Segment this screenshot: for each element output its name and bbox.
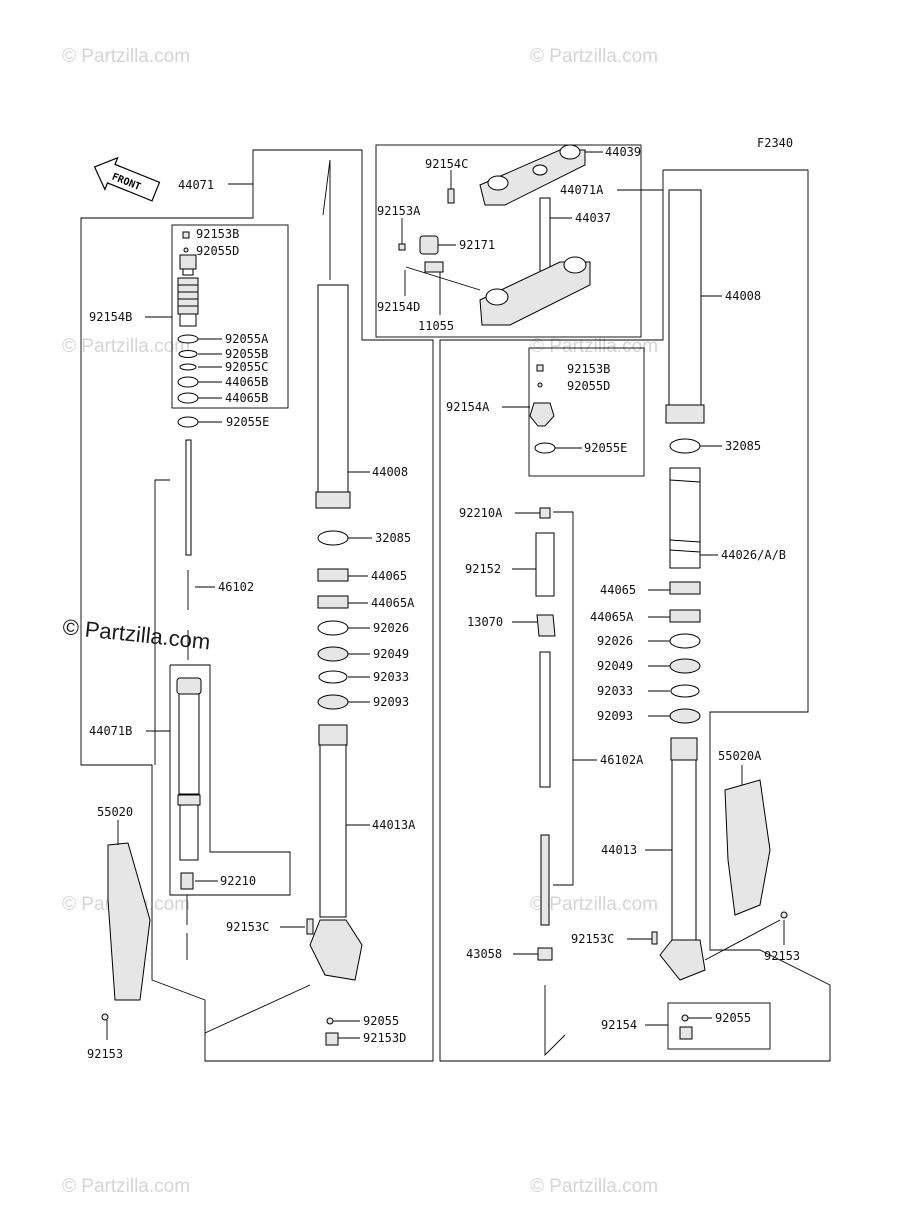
part-label-92055A: 92055A	[225, 332, 269, 346]
part-label-92154C: 92154C	[425, 157, 468, 171]
part-label-92055B: 92055B	[225, 347, 268, 361]
part-label-92055E: 92055E	[226, 415, 269, 429]
part-label-92055D-right: 92055D	[567, 379, 610, 393]
watermark-text: © Partzilla.com	[530, 1176, 658, 1197]
part-label-92026: 92026	[373, 621, 409, 635]
part-label-92154A: 92154A	[446, 400, 490, 414]
part-label-92153: 92153	[87, 1047, 123, 1061]
part-labels: 44071 92153B 92055D 92154B 92055A 92055B…	[87, 145, 800, 1061]
part-label-44008: 44008	[372, 465, 408, 479]
part-label-43058: 43058	[466, 947, 502, 961]
watermark-text: © Partzilla.com	[62, 46, 190, 67]
part-label-92154: 92154	[601, 1018, 637, 1032]
watermark-text: © Partzilla.com	[62, 336, 190, 357]
part-label-92055D: 92055D	[196, 244, 239, 258]
part-label-92055C: 92055C	[225, 360, 268, 374]
part-label-92033-right: 92033	[597, 684, 633, 698]
part-label-44013A: 44013A	[372, 818, 416, 832]
figure-code: F2340	[757, 136, 793, 150]
part-label-55020: 55020	[97, 805, 133, 819]
part-label-32085-right: 32085	[725, 439, 761, 453]
part-label-44071B: 44071B	[89, 724, 132, 738]
part-label-92093: 92093	[373, 695, 409, 709]
part-label-92049-right: 92049	[597, 659, 633, 673]
steering-stem-parts	[398, 144, 591, 326]
part-label-92154D: 92154D	[377, 300, 420, 314]
part-label-92033: 92033	[373, 670, 409, 684]
part-label-92055-right: 92055	[715, 1011, 751, 1025]
part-label-92153B: 92153B	[196, 227, 239, 241]
part-label-92152: 92152	[465, 562, 501, 576]
part-label-46102A: 46102A	[600, 753, 644, 767]
cap-bolt-head	[179, 254, 197, 270]
part-label-44065B: 44065B	[225, 391, 268, 405]
part-label-44071: 44071	[178, 178, 214, 192]
part-label-44065A-right: 44065A	[590, 610, 634, 624]
part-label-44013: 44013	[601, 843, 637, 857]
part-label-44039: 44039	[605, 145, 641, 159]
part-label-44071A: 44071A	[560, 183, 604, 197]
watermark-text: © Partzilla.com	[530, 336, 658, 357]
watermark-text: © Partzilla.com	[530, 894, 658, 915]
part-label-44037: 44037	[575, 211, 611, 225]
part-label-32085: 32085	[375, 531, 411, 545]
part-label-44008-right: 44008	[725, 289, 761, 303]
part-label-92055E-right: 92055E	[584, 441, 627, 455]
part-label-44065B: 44065B	[225, 375, 268, 389]
left-fork-parts	[101, 159, 363, 1046]
part-label-11055: 11055	[418, 319, 454, 333]
part-label-46102: 46102	[218, 580, 254, 594]
part-label-44026: 44026/A/B	[721, 548, 786, 562]
part-label-92055: 92055	[363, 1014, 399, 1028]
part-label-13070: 13070	[467, 615, 503, 629]
part-label-92049: 92049	[373, 647, 409, 661]
part-label-55020A: 55020A	[718, 749, 762, 763]
watermarks: © Partzilla.com © Partzilla.com © Partzi…	[61, 46, 658, 1197]
part-label-92026-right: 92026	[597, 634, 633, 648]
part-label-92171: 92171	[459, 238, 495, 252]
assembly-boundaries	[80, 144, 831, 1062]
part-label-92154B: 92154B	[89, 310, 132, 324]
part-label-92153C-right: 92153C	[571, 932, 614, 946]
part-label-92153B-right: 92153B	[567, 362, 610, 376]
part-label-92153-right: 92153	[764, 949, 800, 963]
part-label-92210: 92210	[220, 874, 256, 888]
watermark-text-bold: © Partzilla.com	[61, 614, 211, 654]
part-label-92153A: 92153A	[377, 204, 421, 218]
part-label-92153D: 92153D	[363, 1031, 406, 1045]
front-arrow: FRONT	[93, 156, 161, 202]
part-label-92210A: 92210A	[459, 506, 503, 520]
watermark-text: © Partzilla.com	[62, 1176, 190, 1197]
right-fork-parts	[529, 189, 788, 1057]
watermark-text: © Partzilla.com	[530, 46, 658, 67]
part-label-44065-right: 44065	[600, 583, 636, 597]
part-label-44065A: 44065A	[371, 596, 415, 610]
part-label-92093-right: 92093	[597, 709, 633, 723]
part-label-44065: 44065	[371, 569, 407, 583]
part-label-92153C: 92153C	[226, 920, 269, 934]
